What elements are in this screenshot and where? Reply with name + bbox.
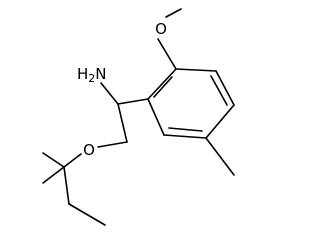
ring-bond-1-inner [153, 76, 173, 98]
ring-bond-5-inner [210, 75, 228, 106]
bond-ring-ch [117, 98, 149, 105]
bond-ring-methyl [205, 137, 235, 176]
bond-ch-nh2 [100, 82, 119, 105]
ring-bond-3-inner [168, 127, 203, 132]
bond-ch2-o [97, 141, 128, 148]
bond-quaternary-methyl-2 [42, 166, 65, 184]
bond-ch-ch2 [117, 103, 128, 143]
bond-quaternary-ch2 [63, 166, 70, 205]
chemical-structure: O O H2N [42, 8, 235, 226]
bond-methoxy-o-ring [157, 38, 177, 70]
amine-hydrogen: H [77, 65, 88, 83]
ring-bond-6 [175, 68, 217, 72]
ring-bond-5 [215, 70, 235, 106]
ring-bond-1 [147, 68, 177, 100]
bond-quaternary-methyl-1 [42, 152, 65, 168]
ether-oxygen-label: O [83, 141, 95, 159]
amine-subscript: 2 [88, 72, 95, 85]
bond-ethyl [68, 203, 106, 226]
ring-bond-4 [205, 104, 235, 139]
ring-bond-2 [147, 98, 165, 136]
bond-methoxy-methyl [165, 8, 182, 18]
amine-label: H2N [77, 65, 107, 85]
methoxy-oxygen-label: O [155, 20, 167, 38]
bond-o-quaternary-c [63, 153, 82, 168]
amine-nitrogen: N [95, 65, 106, 83]
ring-bond-3 [163, 134, 207, 139]
